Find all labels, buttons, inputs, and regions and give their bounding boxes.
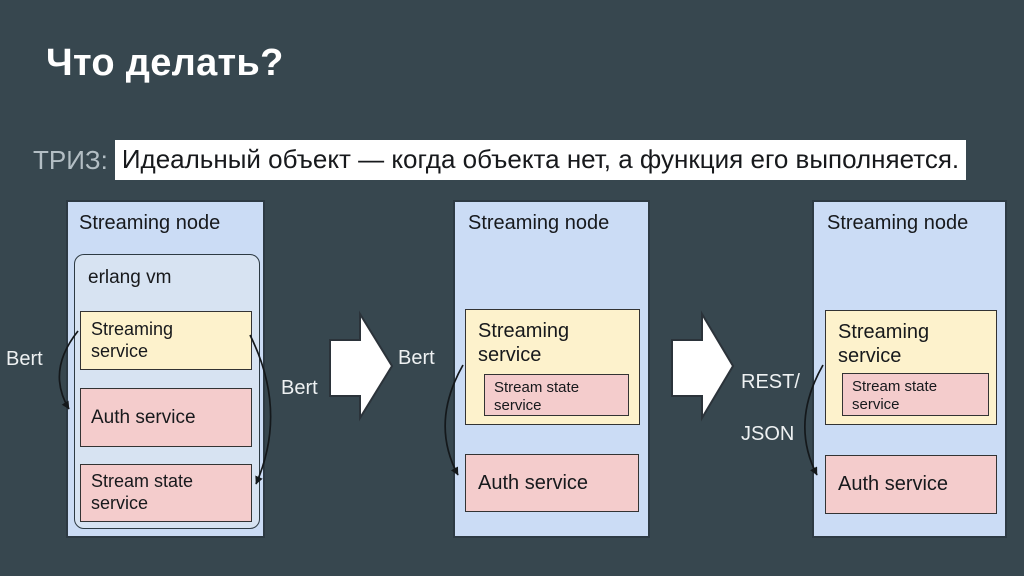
- subtitle-prefix: ТРИЗ:: [33, 144, 108, 175]
- diagram2-streaming-service-box: Streaming service Stream state service: [465, 309, 640, 425]
- diagram2-auth-service-label: Auth service: [478, 471, 589, 494]
- subtitle-row: ТРИЗ: Идеальный объект — когда объекта н…: [33, 140, 967, 180]
- diagram3-node-title: Streaming node: [827, 212, 969, 234]
- rest-json-label-line1: REST/: [741, 371, 800, 393]
- diagram2-node-title: Streaming node: [468, 212, 610, 234]
- diagram1-node-title: Streaming node: [79, 212, 221, 234]
- slide-title: Что делать?: [46, 42, 284, 84]
- diagram3-streaming-service-box: Streaming service Stream state service: [825, 310, 997, 425]
- rest-json-label: REST/ JSON: [741, 343, 800, 473]
- diagram3-auth-service-label: Auth service: [838, 473, 949, 495]
- bert-label-mid-arrow: Bert: [398, 347, 435, 369]
- rest-json-label-line2: JSON: [741, 423, 795, 445]
- diagram3-streaming-node-box: Streaming node Streaming service Stream …: [812, 200, 1007, 538]
- diagram1-streaming-node-box: Streaming node erlang vm Streaming servi…: [66, 200, 265, 538]
- bert-label-d1-left: Bert: [6, 348, 43, 370]
- diagram1-auth-service-label: Auth service: [91, 406, 196, 428]
- diagram3-streaming-service-label: Streaming service: [838, 321, 930, 367]
- bert-label-d1-right: Bert: [281, 377, 318, 399]
- diagram3-stream-state-service-label: Stream state service: [852, 378, 938, 413]
- diagram2-stream-state-service-label: Stream state service: [494, 379, 580, 414]
- diagram3-auth-service-box: Auth service: [825, 455, 997, 514]
- diagram1-erlang-vm-box: erlang vm Streaming service Auth service…: [74, 254, 260, 529]
- diagram2-streaming-service-label: Streaming service: [478, 320, 570, 366]
- diagram1-erlang-vm-label: erlang vm: [88, 267, 172, 288]
- diagram2-stream-state-service-box: Stream state service: [484, 374, 629, 416]
- diagram1-auth-service-box: Auth service: [80, 388, 252, 447]
- diagram2-streaming-node-box: Streaming node Streaming service Stream …: [453, 200, 650, 538]
- diagram1-stream-state-service-label: Stream state service: [91, 471, 194, 513]
- diagram2-auth-service-box: Auth service: [465, 454, 639, 512]
- diagram3-stream-state-service-box: Stream state service: [842, 373, 989, 416]
- subtitle-highlight: Идеальный объект — когда объекта нет, а …: [114, 140, 967, 180]
- diagram1-stream-state-service-box: Stream state service: [80, 464, 252, 522]
- diagram1-streaming-service-box: Streaming service: [80, 311, 252, 370]
- block-arrow-rest-json-icon: [671, 310, 735, 422]
- block-arrow-bert-icon: [329, 310, 394, 422]
- diagram1-streaming-service-label: Streaming service: [91, 319, 174, 361]
